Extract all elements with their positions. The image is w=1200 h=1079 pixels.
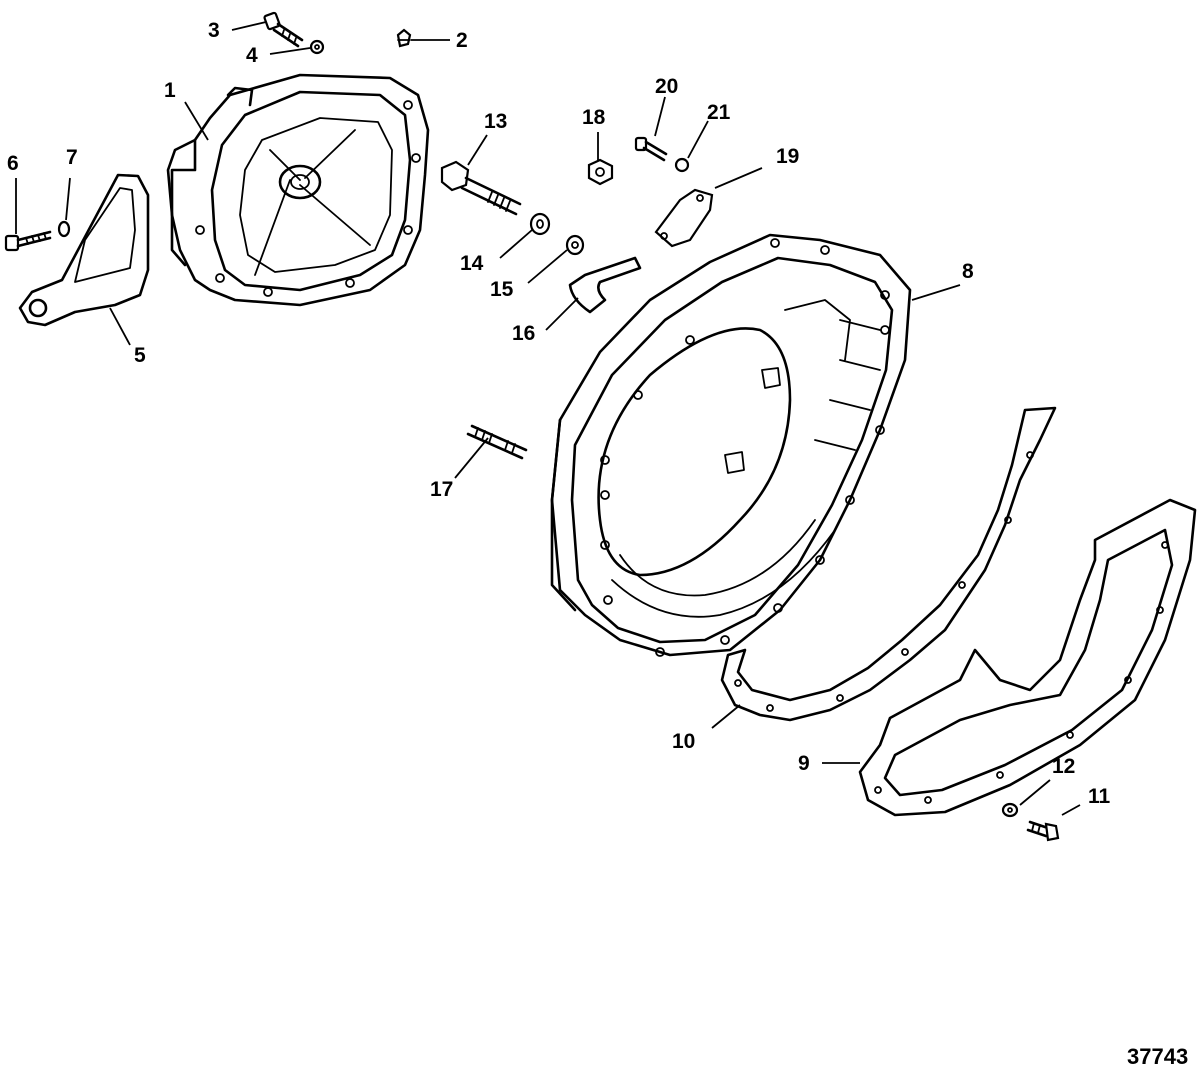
callout-20: 20: [655, 75, 678, 98]
figure-number: 37743: [1127, 1044, 1188, 1069]
callout-21: 21: [707, 101, 731, 124]
callout-15: 15: [490, 278, 514, 301]
callout-labels: 1 2 3 4 5 6 7 8 9 10 11 12 13 14 15 16 1…: [7, 19, 1111, 808]
callout-7: 7: [66, 146, 78, 169]
callout-18: 18: [582, 106, 606, 129]
callout-3: 3: [208, 19, 220, 42]
part-washer-14: [529, 212, 551, 236]
part-bolt-6: [4, 230, 52, 252]
leader-lines: [15, 21, 1081, 816]
callout-6: 6: [7, 152, 19, 175]
callout-4: 4: [246, 44, 258, 67]
part-clip-16: [568, 256, 642, 314]
callout-12: 12: [1052, 755, 1075, 778]
callout-16: 16: [512, 322, 535, 345]
part-gasket-10: [720, 406, 1057, 722]
part-cover-plate-19: [654, 188, 714, 248]
part-fitting-2: [396, 28, 412, 48]
part-mounting-bracket: [18, 173, 150, 327]
part-washer-21: [674, 157, 690, 173]
callout-13: 13: [484, 110, 507, 133]
callout-2: 2: [456, 29, 468, 52]
callout-9: 9: [798, 752, 810, 775]
part-washer-4: [309, 39, 325, 55]
callout-17: 17: [430, 478, 453, 501]
part-flywheel-housing-cover: [166, 73, 430, 307]
part-nut-18: [587, 158, 614, 186]
part-bolt-3: [263, 11, 304, 48]
callout-8: 8: [962, 260, 974, 283]
part-washer-12: [1001, 802, 1019, 818]
part-stud-17: [466, 424, 528, 460]
part-washer-7: [57, 220, 71, 238]
part-screw-20: [634, 136, 668, 162]
callout-1: 1: [164, 79, 176, 102]
callout-5: 5: [134, 344, 146, 367]
callout-11: 11: [1088, 785, 1111, 808]
part-bolt-11: [1026, 820, 1060, 842]
part-washer-15: [565, 234, 585, 256]
part-flywheel-housing: [550, 233, 912, 657]
callout-19: 19: [776, 145, 799, 168]
callout-14: 14: [460, 252, 484, 275]
callout-10: 10: [672, 730, 695, 753]
part-bolt-13: [440, 160, 522, 216]
part-cover-plate-9: [858, 498, 1197, 817]
